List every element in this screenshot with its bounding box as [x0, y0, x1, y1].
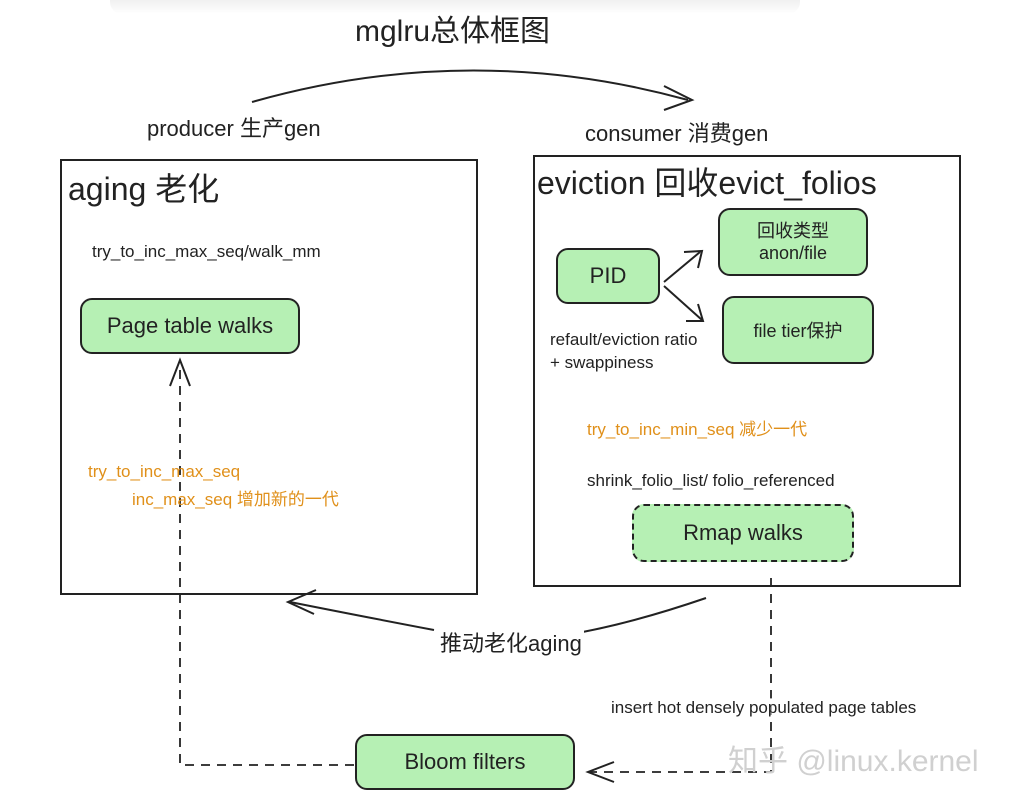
recycle-type-node: 回收类型 anon/file: [718, 208, 868, 276]
aging-panel-title: aging 老化: [68, 171, 220, 207]
pid-to-recycle-type-arrow: [663, 251, 701, 283]
bloom-to-pagetable-arrowhead: [169, 357, 191, 387]
bloom-filters-node: Bloom filters: [355, 734, 575, 790]
recycle-type-line-2: anon/file: [758, 243, 828, 263]
pid-to-recycle-type-arrowhead: [683, 249, 704, 269]
top-shadow: [110, 0, 800, 14]
push-aging-label: 推动老化aging: [438, 626, 584, 658]
page-table-walks-node: Page table walks: [80, 298, 300, 354]
consumer-label: consumer 消费gen: [585, 121, 769, 146]
file-tier-node: file tier保护: [722, 296, 874, 364]
eviction-panel: [533, 155, 961, 587]
diagram-title: mglru总体框图: [355, 15, 551, 48]
producer-consumer-arrowhead: [663, 85, 695, 111]
producer-label: producer 生产gen: [147, 116, 321, 141]
rmap-walks-node: Rmap walks: [632, 504, 854, 562]
pid-to-file-tier-arrow: [663, 285, 703, 321]
shrink-text: shrink_folio_list/ folio_referenced: [587, 471, 835, 490]
producer-consumer-arrow: [251, 69, 689, 103]
pid-to-file-tier-arrowhead: [686, 303, 705, 322]
ratio-line-2: + swappiness: [550, 353, 654, 372]
push-aging-arrow-2: [289, 601, 435, 631]
aging-panel: [60, 159, 478, 595]
eviction-orange-text: try_to_inc_min_seq 减少一代: [587, 420, 808, 439]
watermark: 知乎 @linux.kernel: [728, 745, 979, 778]
pid-node: PID: [556, 248, 660, 304]
rmap-to-bloom-arrowhead: [585, 761, 615, 783]
recycle-type-line-1: 回收类型: [757, 221, 829, 241]
aging-orange-line-2: inc_max_seq 增加新的一代: [132, 490, 339, 509]
aging-orange-line-1: try_to_inc_max_seq: [88, 462, 241, 481]
ratio-line-1: refault/eviction ratio: [550, 330, 698, 349]
insert-label: insert hot densely populated page tables: [611, 698, 917, 718]
rmap-to-bloom-dashed: [588, 578, 772, 773]
eviction-panel-title: eviction 回收evict_folios: [537, 165, 877, 201]
aging-call-text: try_to_inc_max_seq/walk_mm: [92, 242, 321, 261]
